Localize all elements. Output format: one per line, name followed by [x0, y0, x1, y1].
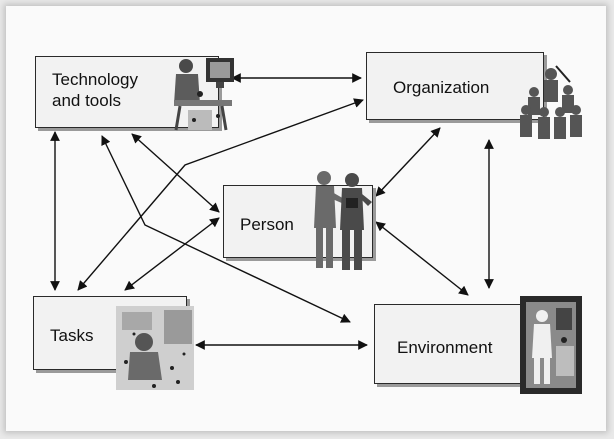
- group-of-people-icon: [520, 65, 582, 139]
- edge-technology-person: [131, 133, 220, 213]
- node-organization: Organization: [366, 52, 544, 120]
- node-tasks-label: Tasks: [50, 326, 94, 345]
- edge-person-environment: [375, 221, 469, 296]
- environment-scene-icon: [520, 296, 582, 394]
- edge-person-tasks: [124, 217, 220, 291]
- task-scene-icon: [116, 306, 194, 390]
- node-person-label: Person: [240, 215, 294, 234]
- node-environment-label: Environment: [397, 338, 493, 357]
- edge-organization-person: [375, 127, 441, 197]
- two-workers-icon: [314, 171, 372, 270]
- node-organization-label: Organization: [393, 78, 490, 97]
- computer-workstation-icon: [174, 58, 234, 131]
- edge-organization-tasks: [77, 98, 364, 291]
- node-technology-label: Technology and tools: [52, 70, 139, 110]
